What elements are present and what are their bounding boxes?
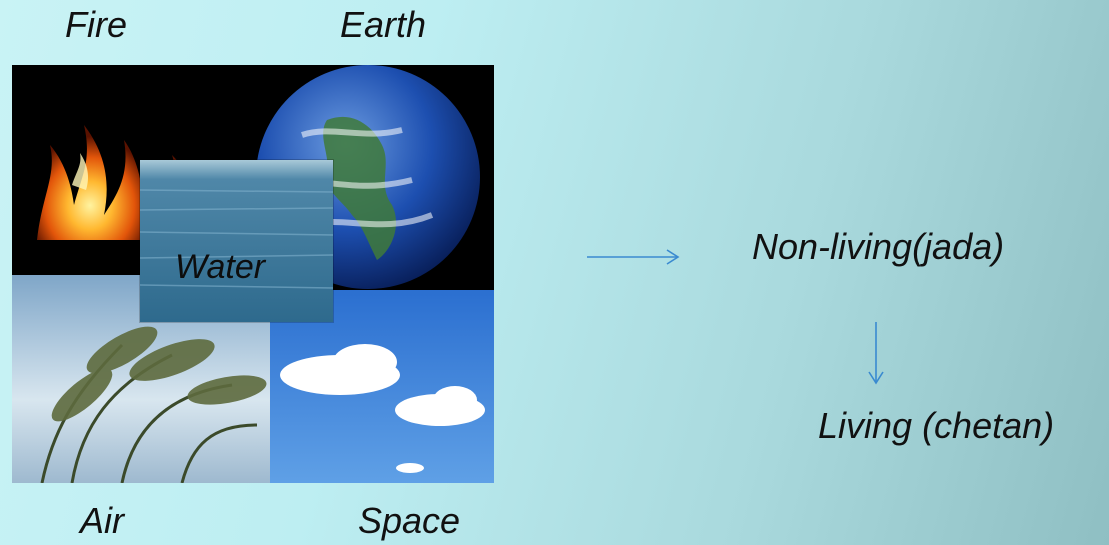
label-water: Water (175, 248, 266, 286)
label-fire: Fire (65, 4, 127, 45)
right-arrow-icon (587, 249, 680, 265)
label-space: Space (358, 500, 461, 541)
water-image: Water (140, 160, 333, 322)
flow-step-nonliving: Non-living(jada) (752, 226, 1005, 267)
space-image (270, 290, 494, 483)
label-air: Air (80, 500, 124, 541)
down-arrow-icon (868, 322, 884, 385)
flow-step-living: Living (chetan) (818, 405, 1055, 446)
label-earth: Earth (340, 4, 427, 45)
elements-collage: Water (12, 65, 494, 483)
